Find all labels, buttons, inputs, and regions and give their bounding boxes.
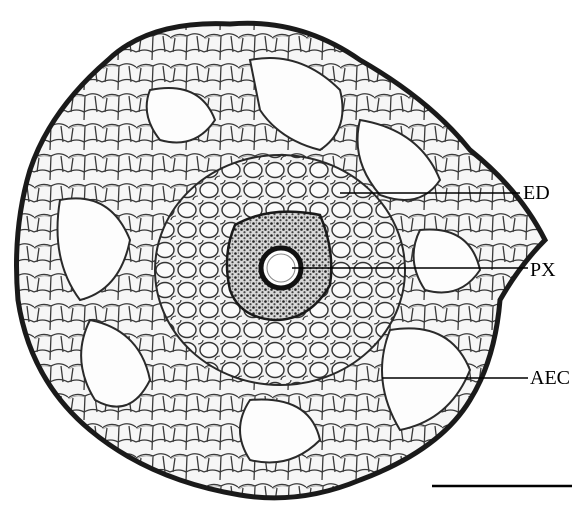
label-aec: AEC <box>530 368 570 388</box>
label-ed: ED <box>523 183 550 203</box>
root-cross-section <box>17 23 546 498</box>
label-px: PX <box>530 260 556 280</box>
